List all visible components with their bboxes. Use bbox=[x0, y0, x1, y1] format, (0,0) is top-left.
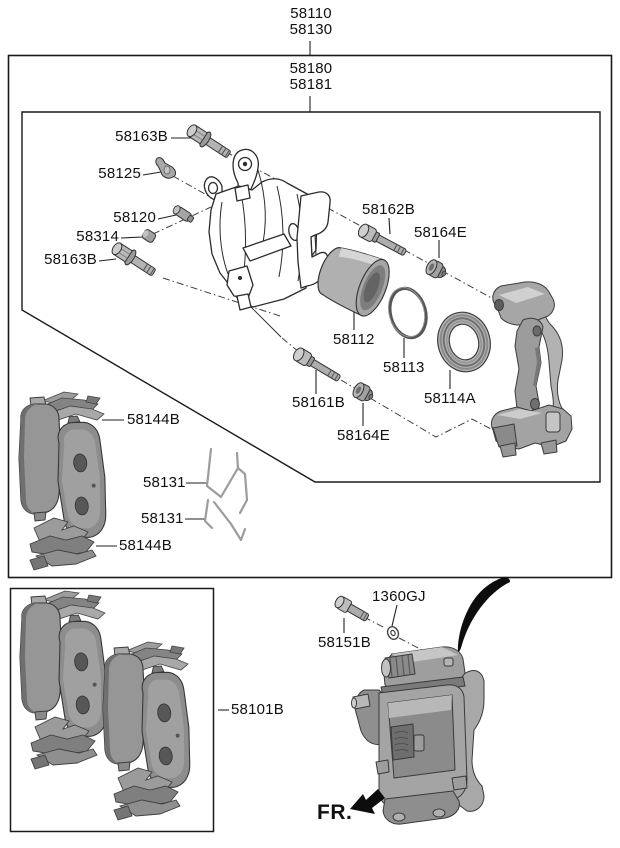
callout-sub-assembly-no-1[interactable]: 58180 bbox=[289, 60, 333, 77]
callout-bleeder-pin[interactable]: 58120 bbox=[113, 209, 156, 226]
outer-assembly-box bbox=[7, 54, 613, 579]
callout-pad-shim-lower[interactable]: 58144B bbox=[119, 537, 172, 554]
assembled-caliper-illustration bbox=[351, 646, 485, 825]
bushing-lower-icon bbox=[350, 380, 377, 406]
piston-seal-icon bbox=[387, 286, 428, 340]
callout-bleeder-cap[interactable]: 58314 bbox=[76, 228, 119, 245]
guide-bolt-lower-icon bbox=[108, 238, 160, 281]
piston-boot-icon bbox=[437, 311, 491, 373]
callout-pad-kit[interactable]: 58101B bbox=[231, 701, 284, 718]
rotation-swoosh-icon bbox=[457, 577, 510, 654]
assembly-axis-lines bbox=[152, 151, 498, 653]
callout-piston-seal[interactable]: 58113 bbox=[383, 359, 425, 376]
callout-guide-bolt-lower[interactable]: 58163B bbox=[44, 251, 97, 268]
callout-pad-spring-upper[interactable]: 58131 bbox=[143, 474, 186, 491]
piston-illustration bbox=[317, 247, 390, 317]
bleeder-cap-icon bbox=[141, 229, 157, 243]
leader-lines bbox=[96, 41, 451, 711]
washer-icon bbox=[386, 626, 400, 640]
callout-bushing-lower[interactable]: 58164E bbox=[337, 427, 390, 444]
caliper-bracket-illustration bbox=[490, 281, 573, 458]
callout-assembly-no-2[interactable]: 58130 bbox=[289, 21, 333, 38]
callout-guide-rod-lower[interactable]: 58161B bbox=[292, 394, 345, 411]
front-direction-label: FR. bbox=[317, 801, 353, 824]
guide-bolt-upper-icon bbox=[183, 120, 235, 163]
inner-subassembly-box bbox=[21, 111, 601, 483]
brake-pads-upper-illustration bbox=[18, 391, 112, 571]
caliper-body-illustration bbox=[203, 148, 331, 311]
callout-piston-boot[interactable]: 58114A bbox=[424, 390, 476, 407]
front-direction-arrow-icon bbox=[350, 789, 385, 814]
pad-kit-box bbox=[9, 587, 215, 833]
callout-bushing-upper[interactable]: 58164E bbox=[414, 224, 467, 241]
callout-assembly-no-1[interactable]: 58110 bbox=[290, 5, 332, 22]
callout-pad-spring-lower[interactable]: 58131 bbox=[141, 510, 184, 527]
diagram-frames bbox=[7, 54, 613, 833]
bleeder-pin-icon bbox=[172, 205, 195, 223]
bleeder-screw-icon bbox=[334, 595, 370, 622]
guide-rod-lower-icon bbox=[290, 345, 344, 386]
callout-pad-wear-clip[interactable]: 58125 bbox=[98, 165, 141, 182]
callout-washer[interactable]: 1360GJ bbox=[372, 588, 426, 605]
callout-pad-shim-upper[interactable]: 58144B bbox=[127, 411, 180, 428]
callout-guide-bolt-upper[interactable]: 58163B bbox=[115, 128, 168, 145]
pad-wear-clip-icon bbox=[155, 157, 176, 179]
pad-spring-wires-illustration bbox=[203, 447, 249, 542]
callout-piston[interactable]: 58112 bbox=[333, 331, 375, 348]
callout-sub-assembly-no-2[interactable]: 58181 bbox=[289, 76, 333, 93]
pad-kit-illustration bbox=[19, 590, 196, 821]
bushing-upper-icon bbox=[423, 257, 450, 283]
callout-guide-rod-upper[interactable]: 58162B bbox=[362, 201, 415, 218]
callout-bleeder-screw[interactable]: 58151B bbox=[318, 634, 371, 651]
